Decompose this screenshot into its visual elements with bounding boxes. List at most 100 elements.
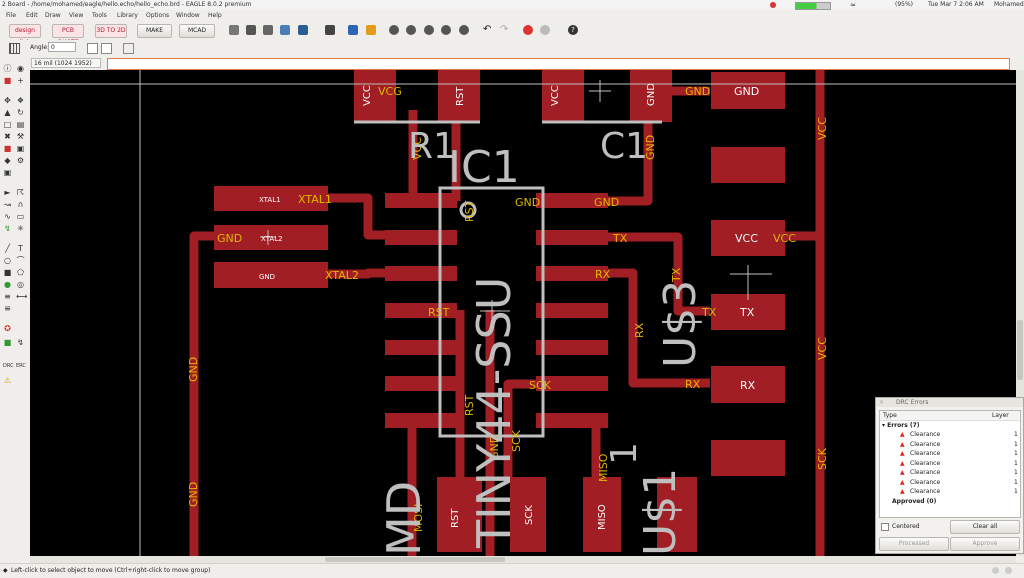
show-icon[interactable]: ◉ (17, 64, 24, 73)
menu-options[interactable]: Options (146, 12, 170, 19)
menu-library[interactable]: Library (117, 12, 138, 19)
route-diff-icon[interactable]: ↯ (17, 338, 24, 347)
ulp-icon[interactable] (348, 25, 358, 35)
zoom-in-icon[interactable] (406, 25, 416, 35)
split-icon[interactable]: ⚙ (16, 156, 25, 165)
script-icon[interactable] (325, 25, 335, 35)
menu-window[interactable]: Window (176, 12, 200, 19)
move-icon[interactable]: ✥ (4, 96, 11, 105)
clear-all-button[interactable]: Clear all (950, 520, 1020, 534)
attribute-icon[interactable]: ≌ (4, 304, 11, 313)
vertical-scrollbar[interactable] (1016, 70, 1024, 556)
menu-edit[interactable]: Edit (26, 12, 38, 19)
auto-icon[interactable]: ✪ (4, 324, 11, 333)
via-icon[interactable]: ● (4, 280, 11, 289)
help-icon[interactable]: ? (568, 25, 578, 35)
hole-icon[interactable]: ◎ (17, 280, 24, 289)
vertical-scroll-thumb[interactable] (1017, 320, 1023, 380)
optimize-icon[interactable]: ► (4, 188, 11, 197)
drc-icon[interactable]: DRC (3, 363, 14, 369)
menu-tools[interactable]: Tools (92, 12, 107, 19)
erc-icon[interactable]: ERC (16, 363, 26, 369)
close-icon[interactable]: ✕ (879, 399, 885, 406)
make-button[interactable]: MAKE (137, 24, 172, 38)
expand-arrow-icon[interactable]: ▾ (882, 422, 886, 429)
group-icon[interactable]: □ (3, 120, 12, 129)
rect-icon[interactable]: ■ (3, 268, 12, 277)
zoom-out-icon[interactable] (424, 25, 434, 35)
user-menu[interactable]: Mohamed (994, 1, 1024, 8)
autoroute-icon[interactable]: ■ (3, 338, 12, 347)
battery-percent[interactable]: (95%) (895, 1, 914, 8)
board-canvas[interactable]: VCC RST VCC GND GND VCC TX RX XTAL1 XTAL… (30, 70, 1016, 556)
ripup-icon[interactable]: ☈ (16, 188, 25, 197)
info-icon[interactable]: ⓘ (3, 64, 12, 73)
board-icon[interactable] (298, 25, 308, 35)
centered-checkbox[interactable] (881, 523, 889, 531)
go-icon[interactable] (540, 25, 550, 35)
errors-icon[interactable]: ⚠ (3, 376, 12, 385)
airwire-icon[interactable]: ↯ (4, 224, 11, 233)
name-icon[interactable]: ■ (3, 144, 12, 153)
meander-icon[interactable]: ∿ (4, 212, 11, 221)
lock-icon[interactable]: ▣ (3, 168, 12, 177)
menu-view[interactable]: View (69, 12, 84, 19)
angle-select[interactable]: 0 (48, 42, 76, 52)
cam-icon[interactable] (280, 25, 290, 35)
import-icon[interactable] (229, 25, 239, 35)
go-command-icon[interactable] (1005, 567, 1012, 574)
polygon-icon[interactable]: ⬠ (17, 268, 24, 277)
zoom-select-icon[interactable] (459, 25, 469, 35)
stop-command-icon[interactable] (992, 567, 999, 574)
miter-icon[interactable]: ∩ (17, 200, 24, 209)
menu-draw[interactable]: Draw (45, 12, 61, 19)
rotate-icon[interactable]: ↻ (17, 108, 24, 117)
zoom-redraw-icon[interactable] (441, 25, 451, 35)
menu-file[interactable]: File (6, 12, 17, 19)
mirror-tool-icon[interactable]: ▲ (4, 108, 11, 117)
print-icon[interactable] (263, 25, 273, 35)
approve-button[interactable]: Approve (950, 537, 1020, 551)
wire-icon[interactable]: ╱ (5, 244, 10, 253)
clock[interactable]: Tue Mar 7 2:06 AM (928, 1, 984, 8)
column-layer[interactable]: Layer (992, 412, 1009, 419)
horizontal-scroll-thumb[interactable] (325, 557, 505, 562)
menu-help[interactable]: Help (208, 12, 222, 19)
wifi-icon[interactable]: ≈ (850, 1, 856, 9)
pcb-quote-button[interactable]: PCB QUOTE (52, 24, 84, 46)
drc-panel-header[interactable]: ✕ DRC Errors (876, 398, 1023, 407)
delete-icon[interactable]: ✖ (4, 132, 11, 141)
route-icon[interactable]: ↝ (4, 200, 11, 209)
circle-icon[interactable]: ○ (4, 256, 11, 265)
layers-icon[interactable]: ≡ (4, 292, 11, 301)
display-icon[interactable]: ■ (3, 76, 12, 85)
save-icon[interactable] (246, 25, 256, 35)
grid-icon[interactable] (9, 43, 20, 54)
run-icon[interactable] (366, 25, 376, 35)
approved-group[interactable]: Approved (0) (892, 497, 936, 506)
text-style-icon[interactable] (87, 43, 98, 54)
slice-icon[interactable]: ▭ (16, 212, 25, 221)
text-icon[interactable]: T (18, 244, 23, 253)
align-icon[interactable] (123, 43, 134, 54)
change-icon[interactable]: ⚒ (16, 132, 25, 141)
value-icon[interactable]: ▣ (16, 144, 25, 153)
zoom-fit-icon[interactable] (389, 25, 399, 35)
undo-icon[interactable]: ↶ (483, 24, 492, 35)
paste-icon[interactable]: ▤ (16, 120, 25, 129)
command-input[interactable] (107, 58, 1010, 70)
errors-group[interactable]: ▾ Errors (7) (882, 421, 920, 430)
copy-icon[interactable]: ❖ (16, 96, 25, 105)
mark-icon[interactable]: + (17, 76, 24, 85)
column-type[interactable]: Type (883, 412, 897, 419)
mcad-button[interactable]: MCAD (179, 24, 215, 38)
3d-to-2d-button[interactable]: 3D TO 2D (95, 24, 127, 38)
redo-icon[interactable]: ↷ (500, 24, 509, 35)
ratsnest-icon[interactable]: ✳ (17, 224, 24, 233)
arc-icon[interactable]: ⌒ (16, 256, 25, 265)
